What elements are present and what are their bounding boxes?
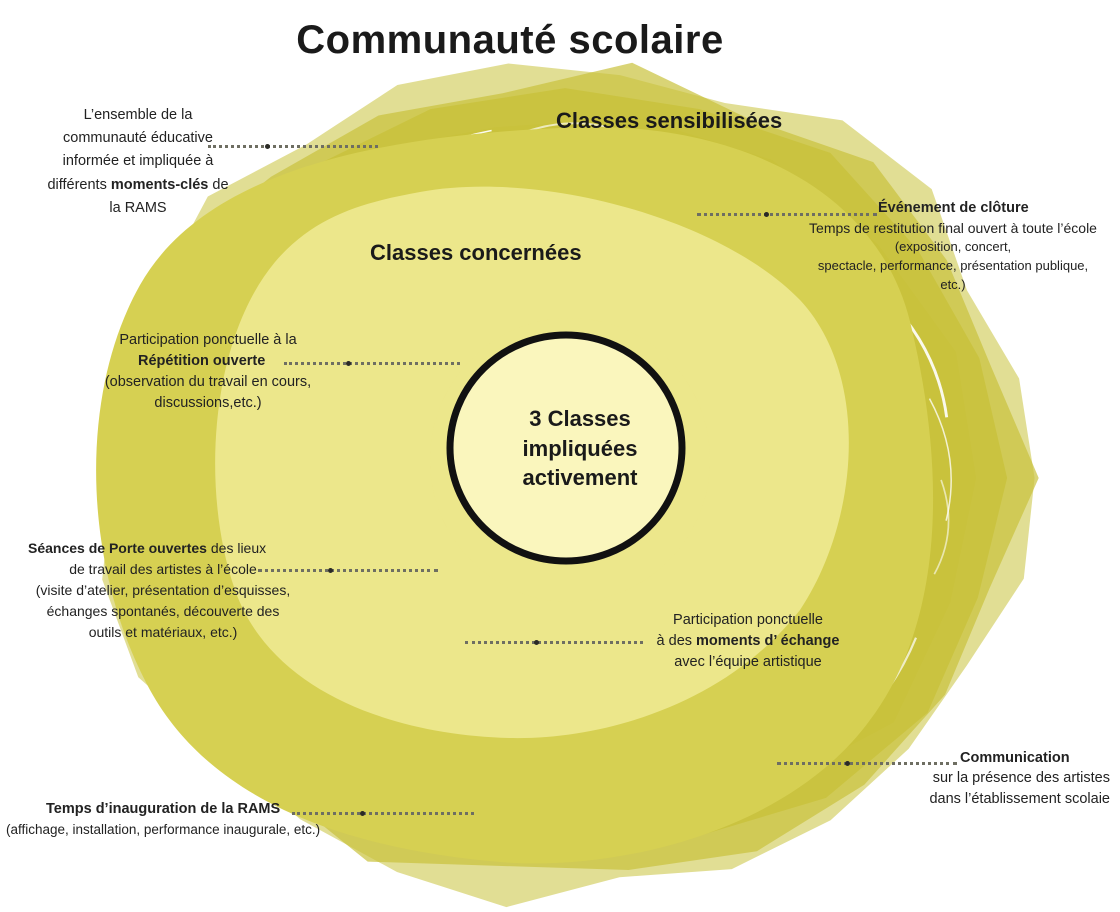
note-communaute-educative: L’ensemble de la communauté éducative in… — [30, 104, 246, 220]
note-line: Répétition ouverte — [138, 353, 266, 370]
core-label: 3 Classes impliquées activement — [466, 404, 694, 493]
leader-knot — [328, 568, 333, 573]
note-line: échanges spontanés, découverte des — [46, 603, 280, 619]
note-line: Participation ponctuelle à la — [119, 332, 297, 348]
core-line-1: 3 Classes — [529, 406, 631, 431]
note-line: spectacle, performance, présentation pub… — [817, 258, 1089, 274]
note-repetition-ouverte: Participation ponctuelle à la Répétition… — [92, 330, 324, 414]
leader-knot — [845, 761, 850, 766]
leader-line-evenement — [697, 213, 877, 216]
note-inauguration-heading: Temps d’inauguration de la RAMS — [46, 801, 281, 817]
leader-knot — [265, 144, 270, 149]
note-line: dans l’établissement scolaie — [929, 791, 1110, 808]
note-line: etc.) — [940, 276, 966, 292]
note-line: sur la présence des artistes — [932, 770, 1110, 786]
note-line: la RAMS — [109, 199, 167, 216]
note-line: Temps de restitution final ouvert à tout… — [809, 220, 1097, 236]
note-line: discussions,etc.) — [154, 395, 262, 412]
note-evenement-heading: Événement de clôture — [878, 200, 1029, 216]
note-line: L’ensemble de la — [83, 107, 193, 123]
note-seances-porte-ouvertes: Séances de Porte ouvertes des lieux de t… — [28, 538, 298, 643]
note-line: avec l’équipe artistique — [674, 654, 822, 671]
note-inauguration: (affichage, installation, performance in… — [6, 822, 321, 837]
leader-line-echange — [465, 641, 643, 644]
note-line: de travail des artistes à l’école — [69, 561, 257, 577]
core-line-2: impliquées — [522, 435, 638, 461]
core-circle-outline — [446, 331, 686, 565]
core-disc — [448, 333, 684, 563]
note-communication-heading: Communication — [960, 750, 1070, 766]
note-moments-echange: Participation ponctuelle à des moments d… — [640, 610, 856, 673]
leader-knot — [534, 640, 539, 645]
note-line: à des moments d’ échange — [656, 633, 840, 650]
leader-line-inauguration — [292, 812, 474, 815]
leader-knot — [346, 361, 351, 366]
leader-line-repetition — [284, 362, 460, 365]
note-communication: sur la présence des artistes dans l’étab… — [900, 768, 1110, 810]
note-evenement-cloture: Temps de restitution final ouvert à tout… — [790, 218, 1116, 295]
middle-ring-label: Classes concernées — [370, 240, 582, 265]
leader-line-communaute — [208, 145, 378, 148]
note-line: différents moments-clés de — [47, 176, 229, 193]
leader-line-seances — [258, 569, 438, 572]
outer-ring-label: Classes sensibilisées — [556, 108, 783, 133]
diagram-title: Communauté scolaire — [296, 18, 724, 62]
note-line: (observation du travail en cours, — [104, 374, 312, 391]
note-line: informée et impliquée à — [62, 153, 214, 170]
note-line: communauté éducative — [63, 130, 213, 147]
leader-knot — [360, 811, 365, 816]
note-line: (exposition, concert, — [894, 239, 1012, 255]
note-line: Séances de Porte ouvertes des lieux — [28, 540, 267, 556]
note-line: Participation ponctuelle — [673, 612, 823, 628]
brush-scratch — [928, 398, 952, 521]
core-line-3: activement — [522, 465, 638, 491]
brush-scratch — [933, 479, 950, 575]
note-line: (visite d’atelier, présentation d’esquis… — [35, 582, 291, 598]
note-line: outils et matériaux, etc.) — [88, 624, 238, 640]
leader-line-communication — [777, 762, 957, 765]
leader-knot — [764, 212, 769, 217]
